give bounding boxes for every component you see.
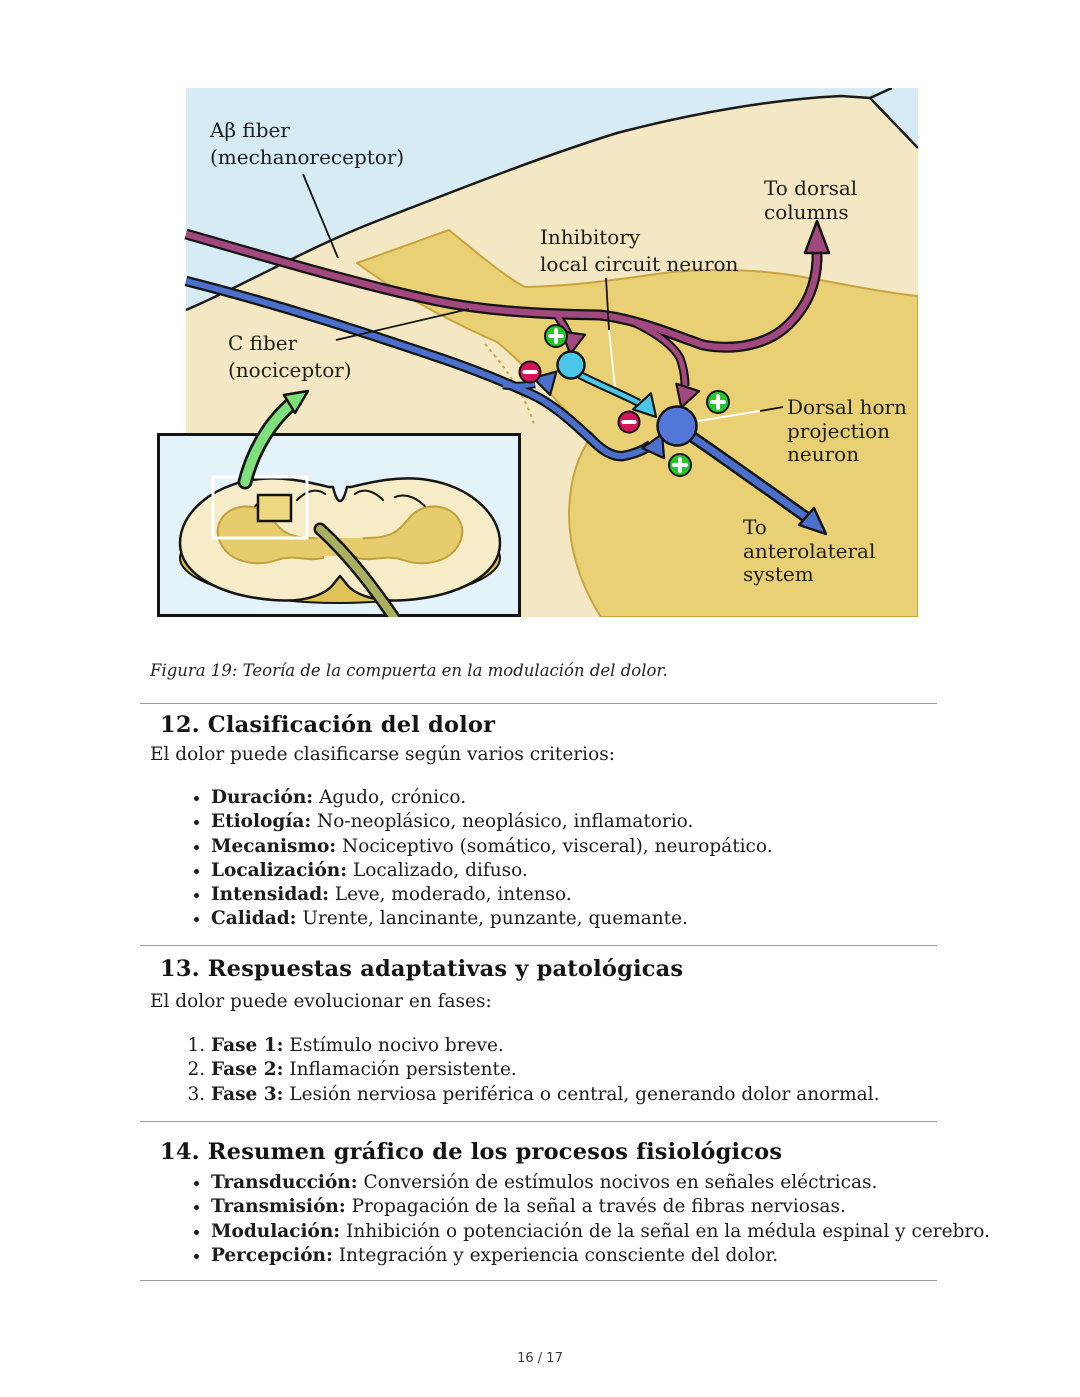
zoom-callout-white-rect [211, 475, 309, 540]
inhibitory-label-pointer-dark [605, 277, 610, 331]
c-fiber-label: (nociceptor) [228, 358, 352, 382]
section-divider [140, 945, 937, 946]
section-12-intro: El dolor puede clasificarse según varios… [150, 744, 615, 765]
list-item: Percepción: Integración y experiencia co… [211, 1244, 1011, 1268]
anterolateral-label: system [743, 562, 814, 586]
section-divider [140, 1280, 937, 1281]
minus-badge [617, 410, 641, 434]
section-12-list: Duración: Agudo, crónico. Etiología: No-… [150, 786, 1011, 932]
projection-neuron-label: neuron [787, 442, 859, 466]
list-item: Fase 2: Inflamación persistente. [211, 1058, 1011, 1082]
section-13-heading: 13. Respuestas adaptativas y patológicas [160, 956, 684, 982]
dorsal-columns-label: columns [764, 200, 849, 224]
magnify-arrow [237, 389, 310, 490]
list-item: Etiología: No-neoplásico, neoplásico, in… [211, 810, 1011, 834]
projection-label-pointer-dark [759, 406, 784, 412]
afferent-fiber [316, 525, 399, 617]
figure-caption: Figura 19: Teoría de la compuerta en la … [150, 661, 668, 680]
section-divider [140, 703, 937, 704]
section-13-list: Fase 1: Estímulo nocivo breve. Fase 2: I… [150, 1034, 1011, 1107]
anterolateral-axon [687, 431, 828, 536]
ab-label-pointer [302, 173, 339, 259]
dorsal-columns-label: To dorsal [764, 176, 857, 200]
inhibitory-neuron-group [556, 350, 658, 419]
inhibitory-label-pointer-light [608, 329, 616, 388]
ab-synapse-terminal-2 [675, 382, 701, 409]
inhibitory-neuron-label: Inhibitory [540, 225, 641, 249]
dorsal-columns-arrowhead [803, 219, 831, 255]
ab-fiber [184, 219, 831, 409]
inhibitory-neuron [556, 350, 586, 380]
list-item: Transducción: Conversión de estímulos no… [211, 1171, 1011, 1195]
anterolateral-label: To [743, 515, 767, 539]
c-synapse-terminal-2 [641, 433, 666, 460]
section-14-heading: 14. Resumen gráfico de los procesos fisi… [160, 1139, 783, 1165]
list-item: Intensidad: Leve, moderado, intenso. [211, 883, 1011, 907]
plus-badge [668, 453, 692, 477]
c-label-pointer [335, 308, 470, 341]
list-item: Duración: Agudo, crónico. [211, 786, 1011, 810]
plus-badge [706, 390, 730, 414]
projection-neuron-label: Dorsal horn [787, 395, 907, 419]
ab-fiber-label: (mechanoreceptor) [210, 145, 404, 169]
projection-neuron [656, 405, 698, 447]
ab-fiber-label: Aβ fiber [209, 118, 290, 142]
gate-theory-figure: Aβ fiber (mechanoreceptor) Inhibitory lo… [157, 88, 918, 617]
page-number: 16 / 17 [517, 1351, 563, 1366]
anterolateral-arrowhead [797, 506, 828, 536]
minus-badge [518, 360, 542, 384]
projection-label-pointer-light [697, 410, 761, 422]
list-item: Mecanismo: Nociceptivo (somático, viscer… [211, 835, 1011, 859]
section-13-intro: El dolor puede evolucionar en fases: [150, 991, 492, 1012]
list-item: Transmisión: Propagación de la señal a t… [211, 1195, 1011, 1219]
list-item: Fase 1: Estímulo nocivo breve. [211, 1034, 1011, 1058]
list-item: Fase 3: Lesión nerviosa periférica o cen… [211, 1083, 1011, 1107]
list-item: Calidad: Urente, lancinante, punzante, q… [211, 907, 1011, 931]
projection-neuron-label: projection [787, 419, 890, 443]
section-12-heading: 12. Clasificación del dolor [160, 712, 496, 738]
inhibitory-neuron-label: local circuit neuron [540, 252, 739, 276]
c-fiber-label: C fiber [228, 331, 298, 355]
inhibitory-synapse-terminal [631, 392, 658, 419]
anterolateral-label: anterolateral [743, 539, 875, 563]
section-14-list: Transducción: Conversión de estímulos no… [150, 1171, 1011, 1268]
c-fiber [184, 275, 666, 462]
plus-badge [544, 324, 568, 348]
list-item: Modulación: Inhibición o potenciación de… [211, 1220, 1011, 1244]
dorsal-sulci-marks [251, 489, 429, 511]
zoom-callout-black-rect [256, 493, 293, 523]
section-divider [140, 1121, 937, 1122]
spinal-cord-inset [157, 433, 521, 617]
list-item: Localización: Localizado, difuso. [211, 859, 1011, 883]
